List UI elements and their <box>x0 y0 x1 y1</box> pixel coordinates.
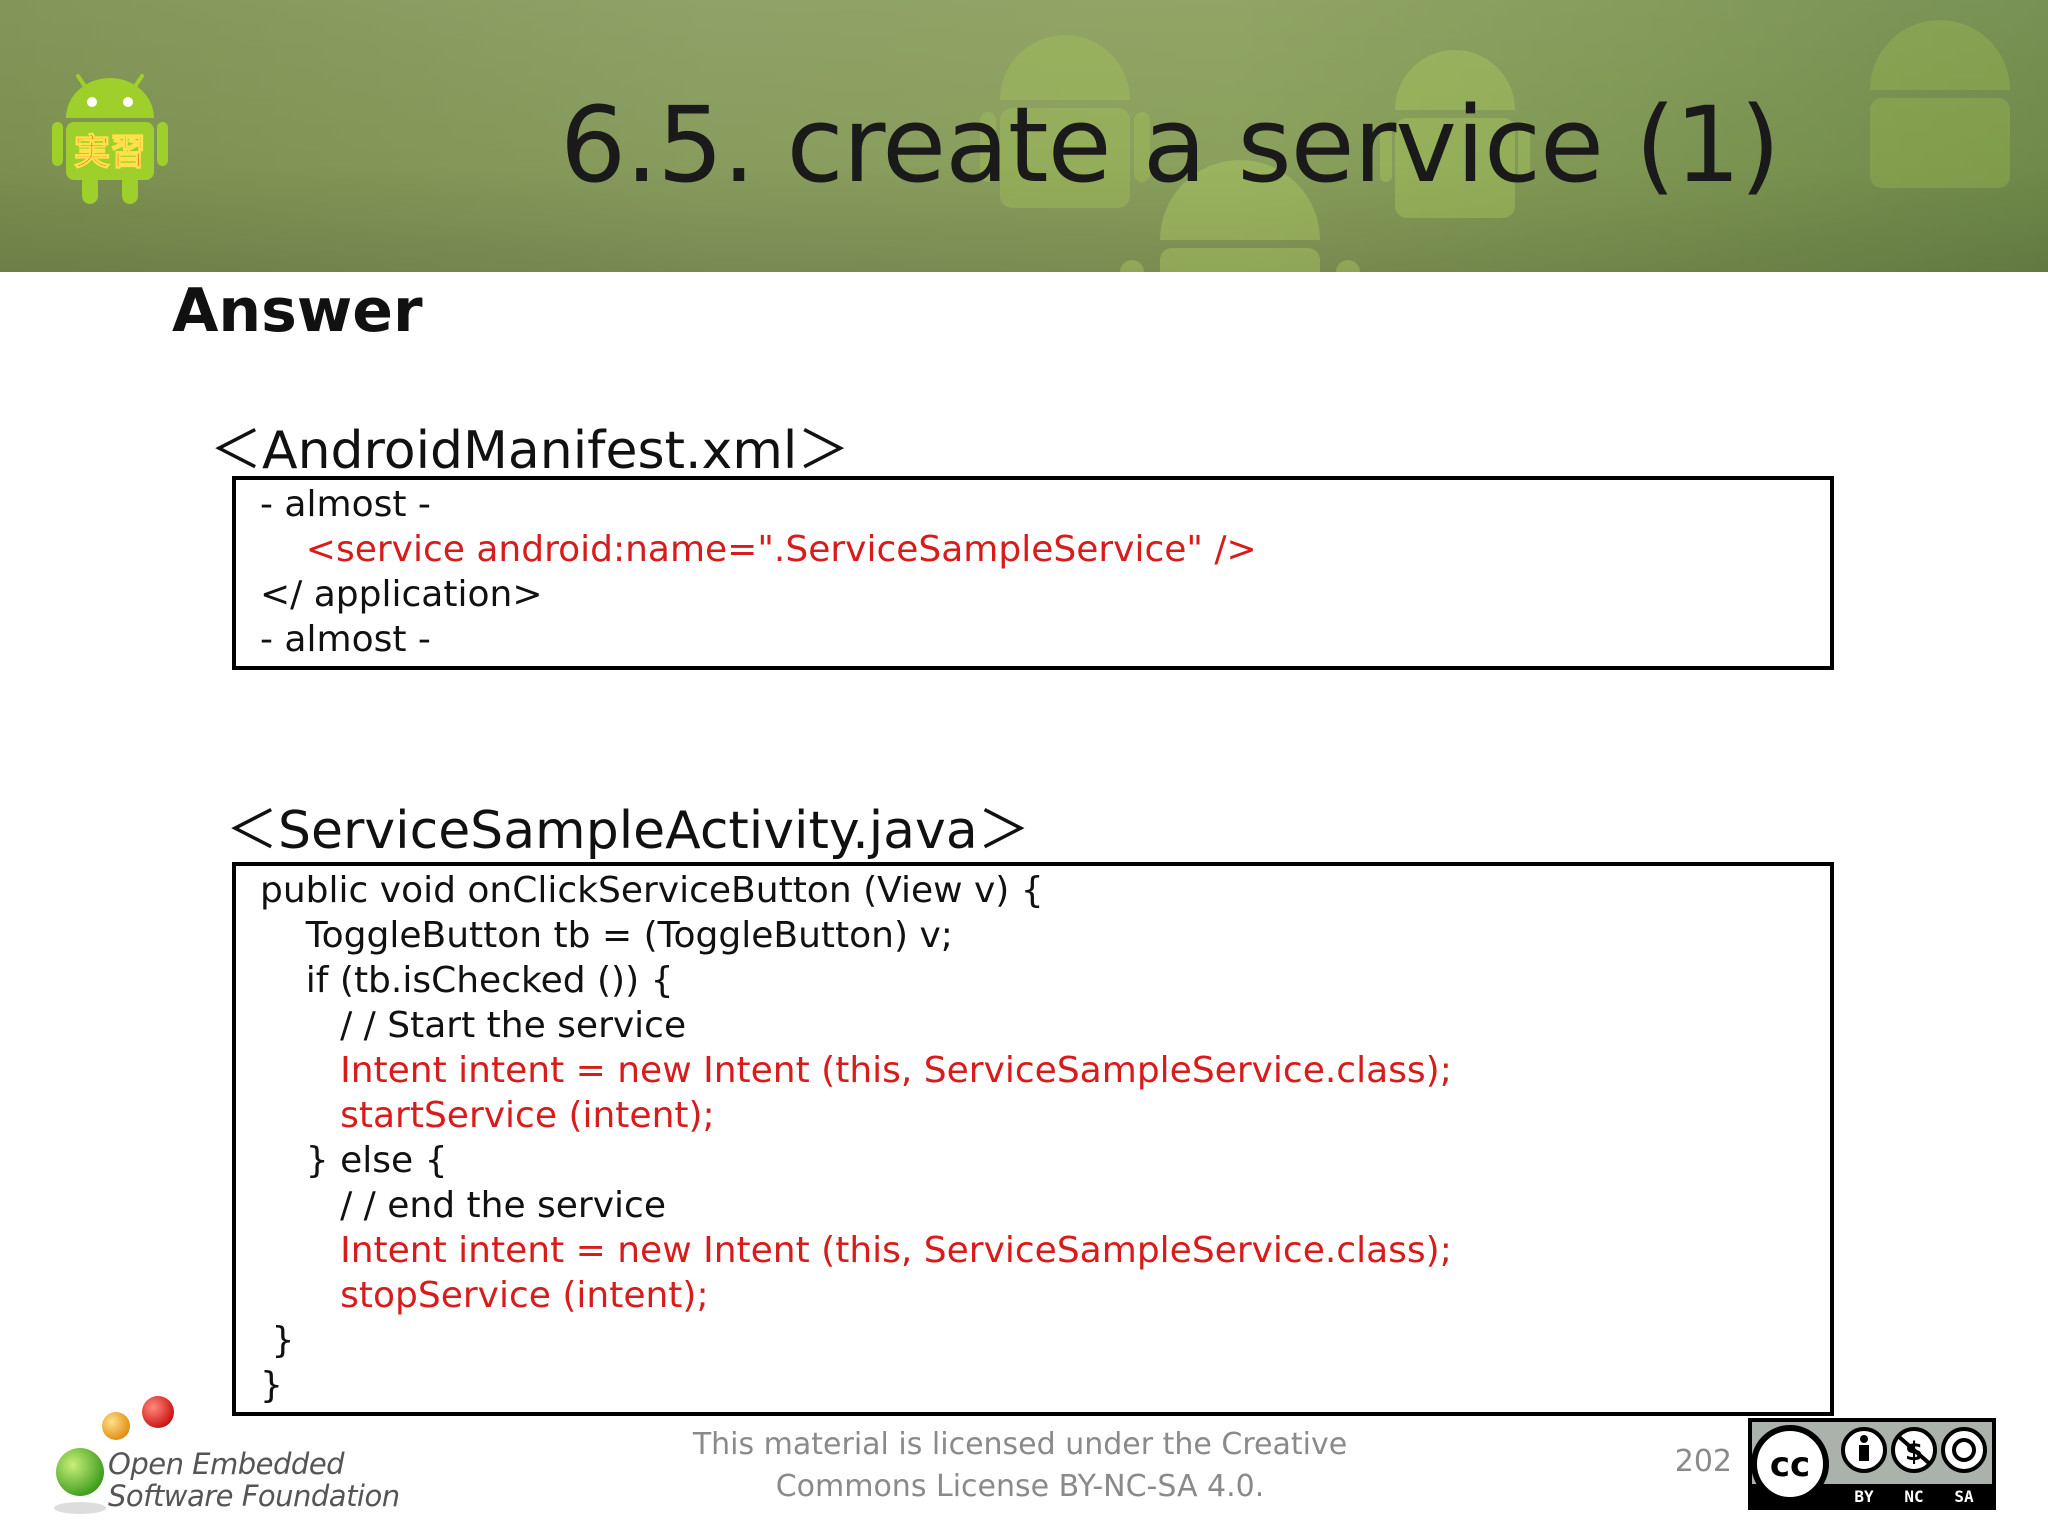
code-line: </ application> <box>260 574 543 615</box>
code-line: } <box>260 1365 283 1406</box>
code-line: } else { <box>260 1140 448 1181</box>
background-android-robot-icon <box>980 35 1150 208</box>
code-line: - almost - <box>260 619 431 660</box>
header-band: 実習 6.5. create a service (1) <box>0 0 2048 272</box>
license-line1: This material is licensed under the Crea… <box>692 1427 1348 1462</box>
background-android-robot-icon <box>1120 160 1360 272</box>
cc-label-nc: NC <box>1904 1487 1923 1506</box>
code-line: ToggleButton tb = (ToggleButton) v; <box>260 915 953 956</box>
cc-by-nc-sa-badge: cc $ BY NC SA <box>1748 1418 1996 1510</box>
code-line-highlighted: Intent intent = new Intent (this, Servic… <box>260 1050 1452 1091</box>
oesf-name-line1: Open Embedded <box>108 1447 345 1481</box>
code-line: - almost - <box>260 484 431 525</box>
license-text: This material is licensed under the Crea… <box>660 1424 1380 1508</box>
license-line2: Commons License BY-NC-SA 4.0. <box>775 1469 1265 1504</box>
background-android-robot-icon <box>1380 50 1530 218</box>
cc-badge-text: cc <box>1770 1445 1810 1485</box>
manifest-file-label: ＜AndroidManifest.xml＞ <box>210 421 850 481</box>
cc-label-sa: SA <box>1954 1487 1974 1506</box>
section-heading: Answer <box>172 276 423 346</box>
page-number: 202 <box>1674 1444 1732 1479</box>
activity-file-label: ＜ServiceSampleActivity.java＞ <box>226 801 1030 861</box>
sa-icon <box>1941 1427 1987 1473</box>
manifest-code-box: - almost - <service android:name=".Servi… <box>232 476 1834 670</box>
cc-label-by: BY <box>1854 1487 1874 1506</box>
activity-code-box: public void onClickServiceButton (View v… <box>232 862 1834 1416</box>
code-line: if (tb.isChecked ()) { <box>260 960 674 1001</box>
cc-icon <box>1751 1425 1829 1503</box>
green-ball-icon <box>56 1448 104 1496</box>
code-line-highlighted: startService (intent); <box>260 1095 715 1136</box>
code-line: public void onClickServiceButton (View v… <box>260 870 1044 911</box>
page-title: 6.5. create a service (1) <box>560 84 1780 206</box>
code-line: } <box>260 1320 295 1361</box>
code-line: / / end the service <box>260 1185 666 1226</box>
logo-text: 実習 <box>74 132 146 173</box>
code-line-highlighted: Intent intent = new Intent (this, Servic… <box>260 1230 1452 1271</box>
red-ball-icon <box>142 1396 174 1428</box>
header-shade <box>0 0 2048 272</box>
orange-ball-icon <box>102 1412 130 1440</box>
android-practice-logo: 実習 <box>52 74 168 204</box>
code-line-highlighted: <service android:name=".ServiceSampleSer… <box>260 529 1257 570</box>
oesf-name-line2: Software Foundation <box>108 1479 400 1513</box>
background-android-robot-icon <box>1870 20 2010 188</box>
code-line-highlighted: stopService (intent); <box>260 1275 709 1316</box>
oesf-logo <box>54 1396 174 1514</box>
code-line: / / Start the service <box>260 1005 687 1046</box>
oesf-name: Open Embedded Software Foundation <box>108 1448 400 1512</box>
